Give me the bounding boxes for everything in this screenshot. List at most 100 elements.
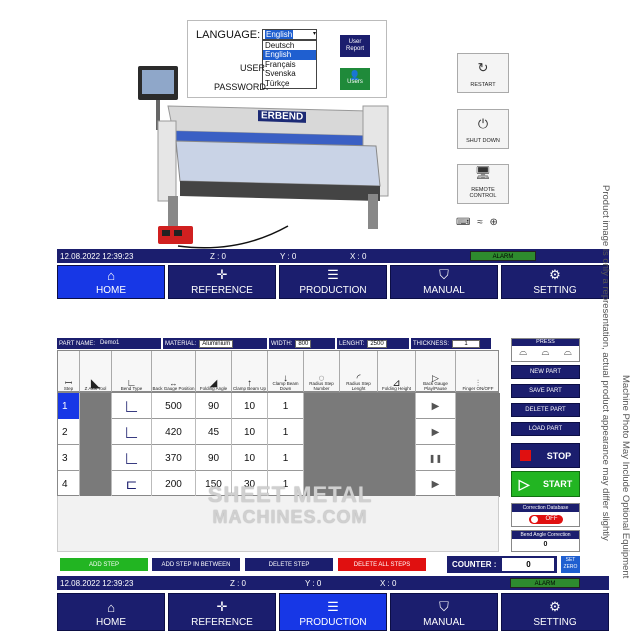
bend-angle-value[interactable]: 0	[543, 541, 548, 548]
users-button[interactable]: 👤Users	[340, 68, 370, 90]
nav-setting[interactable]: ⚙SETTING	[501, 593, 609, 631]
list-icon: ☰	[327, 599, 339, 614]
col-back-gauge: ↔Back Gauge Position	[152, 351, 196, 393]
nav-reference[interactable]: ✛REFERENCE	[168, 593, 276, 631]
save-part-button[interactable]: SAVE PART	[511, 384, 580, 398]
bend-type-cell[interactable]: ∟	[112, 445, 152, 471]
add-step-button[interactable]: ADD STEP	[60, 558, 148, 571]
power-icon: ⏻	[477, 116, 489, 131]
table-empty-area	[57, 496, 499, 552]
steps-table: 1 ∟ 500 90 10 1 ▶ 2 ∟ 420 45 10 1 ▶ 3 ∟ …	[57, 392, 500, 497]
position-cell[interactable]: 370	[152, 445, 196, 471]
table-row[interactable]: 3 ∟ 370 90 10 1 ❚❚	[58, 445, 500, 471]
angle-cell[interactable]: 90	[196, 393, 232, 419]
step-number[interactable]: 2	[58, 419, 80, 445]
play-button[interactable]: ▶	[416, 393, 456, 419]
set-zero-button[interactable]: SET ZERO	[561, 556, 580, 573]
language-option[interactable]: English	[263, 50, 316, 60]
delete-all-steps-button[interactable]: DELETE ALL STEPS	[338, 558, 426, 571]
language-option[interactable]: Türkçe	[265, 78, 290, 88]
nav-production[interactable]: ☰PRODUCTION	[279, 265, 387, 299]
nav-bar-top: ⌂HOME ✛REFERENCE ☰PRODUCTION ⛉MANUAL ⚙SE…	[57, 265, 609, 299]
counter-value: 0	[502, 558, 555, 571]
x-readout: X : 0	[380, 578, 397, 588]
bend-type-cell[interactable]: ∟	[112, 393, 152, 419]
y-readout: Y : 0	[280, 251, 297, 261]
bend-type-cell[interactable]: ∟	[112, 419, 152, 445]
angle-cell[interactable]: 45	[196, 419, 232, 445]
press-icon[interactable]: ⌓	[541, 347, 550, 358]
play-button[interactable]: ▶	[416, 419, 456, 445]
nav-home[interactable]: ⌂HOME	[57, 265, 165, 299]
z-axis-tool-cell[interactable]	[80, 393, 112, 419]
language-option[interactable]: Deutsch	[265, 41, 295, 50]
step-number[interactable]: 1	[58, 393, 80, 419]
correction-toggle[interactable]: OFF	[528, 515, 563, 524]
restart-button[interactable]: ↻RESTART	[457, 53, 509, 93]
press-label: PRESS	[512, 339, 579, 346]
stop-button[interactable]: STOP	[511, 443, 580, 468]
position-cell[interactable]: 420	[152, 419, 196, 445]
start-button[interactable]: ▷START	[511, 471, 580, 497]
language-option[interactable]: Français	[265, 59, 296, 69]
clamp-up-cell[interactable]: 10	[232, 419, 268, 445]
press-icon[interactable]: ⌓	[563, 347, 572, 358]
datetime: 12.08.2022 12:39:23	[60, 578, 134, 588]
clamp-up-cell[interactable]: 10	[232, 393, 268, 419]
finger-cell[interactable]	[456, 393, 500, 419]
nav-reference[interactable]: ✛REFERENCE	[168, 265, 276, 299]
bend-type-cell[interactable]: ⊏	[112, 471, 152, 497]
nav-manual[interactable]: ⛉MANUAL	[390, 265, 498, 299]
nav-production[interactable]: ☰PRODUCTION	[279, 593, 387, 631]
clamp-up-cell[interactable]: 10	[232, 445, 268, 471]
clamp-down-cell[interactable]: 1	[268, 419, 304, 445]
clamp-down-cell[interactable]: 1	[268, 445, 304, 471]
crosshair-icon: ✛	[216, 599, 228, 614]
nav-manual[interactable]: ⛉MANUAL	[390, 593, 498, 631]
step-number[interactable]: 3	[58, 445, 80, 471]
finger-cell[interactable]	[456, 445, 500, 471]
delete-step-button[interactable]: DELETE STEP	[245, 558, 333, 571]
table-row[interactable]: 2 ∟ 420 45 10 1 ▶	[58, 419, 500, 445]
length-field[interactable]: 2500	[367, 339, 387, 348]
remote-control-button[interactable]: 🖥REMOTE CONTROL	[457, 164, 509, 204]
z-axis-tool-cell[interactable]	[80, 471, 112, 497]
z-axis-tool-cell[interactable]	[80, 445, 112, 471]
angle-cell[interactable]: 90	[196, 445, 232, 471]
col-play-pause: ▷Back Gauge Play/Pause	[416, 351, 456, 393]
material-select[interactable]: Aluminium	[199, 339, 234, 348]
part-name-field[interactable]: Demo1	[100, 339, 120, 346]
nav-home[interactable]: ⌂HOME	[57, 593, 165, 631]
nav-setting[interactable]: ⚙SETTING	[501, 265, 609, 299]
shutdown-button[interactable]: ⏻SHUT DOWN	[457, 109, 509, 149]
user-report-button[interactable]: User Report	[340, 35, 370, 57]
angle-cell[interactable]: 150	[196, 471, 232, 497]
finger-cell[interactable]	[456, 471, 500, 497]
clamp-down-cell[interactable]: 1	[268, 471, 304, 497]
load-part-button[interactable]: LOAD PART	[511, 422, 580, 436]
language-dropdown-list[interactable]: Deutsch English Français Svenska Türkçe	[262, 40, 317, 90]
clamp-down-cell[interactable]: 1	[268, 393, 304, 419]
col-clamp-up: ↑Clamp Beam Up	[232, 351, 268, 393]
counter-panel: COUNTER : 0	[447, 556, 557, 573]
home-icon: ⌂	[107, 600, 115, 615]
new-part-button[interactable]: NEW PART	[511, 365, 580, 379]
pause-button[interactable]: ❚❚	[416, 445, 456, 471]
step-number[interactable]: 4	[58, 471, 80, 497]
language-option[interactable]: Svenska	[265, 69, 296, 79]
position-cell[interactable]: 500	[152, 393, 196, 419]
table-row[interactable]: 4 ⊏ 200 150 30 1 ▶	[58, 471, 500, 497]
table-row[interactable]: 1 ∟ 500 90 10 1 ▶	[58, 393, 500, 419]
delete-part-button[interactable]: DELETE PART	[511, 403, 580, 417]
play-button[interactable]: ▶	[416, 471, 456, 497]
position-cell[interactable]: 200	[152, 471, 196, 497]
width-field[interactable]: 800	[295, 339, 312, 348]
thickness-field[interactable]: 1	[452, 339, 481, 348]
finger-cell[interactable]	[456, 419, 500, 445]
clamp-up-cell[interactable]: 30	[232, 471, 268, 497]
add-step-between-button[interactable]: ADD STEP IN BETWEEN	[152, 558, 240, 571]
z-axis-tool-cell[interactable]	[80, 419, 112, 445]
press-icon[interactable]: ⌓	[519, 347, 528, 358]
language-select[interactable]: English▾	[262, 29, 317, 40]
language-label: LANGUAGE:	[196, 29, 261, 41]
